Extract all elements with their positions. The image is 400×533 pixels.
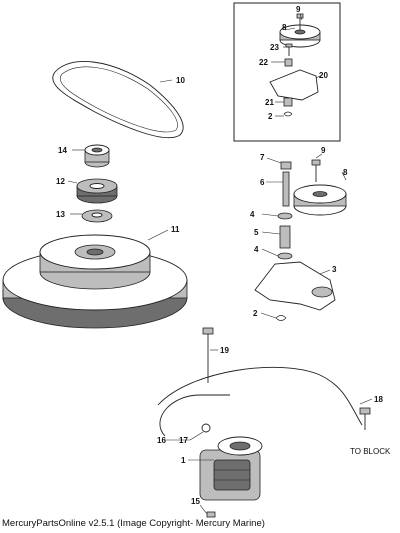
ground-bolt — [359, 407, 371, 430]
drive-belt — [52, 61, 184, 139]
callout-label: 21 — [265, 98, 274, 107]
callout-label: 15 — [191, 497, 200, 506]
inset-bracket — [269, 69, 319, 101]
callout-label: 4 — [254, 245, 259, 254]
callout-label: 5 — [254, 228, 259, 237]
callout-label: 23 — [270, 43, 279, 52]
stud-nut — [280, 161, 292, 170]
tensioner-arm — [254, 261, 336, 311]
inset-spring — [283, 111, 293, 117]
callout-label: 17 — [179, 436, 188, 445]
flat-washer — [81, 209, 113, 223]
callout-label: 4 — [250, 210, 255, 219]
inset-bushing — [284, 58, 293, 67]
callout-label: 2 — [253, 309, 258, 318]
callout-label: 8 — [343, 168, 348, 177]
callout-label: 2 — [268, 112, 273, 121]
callout-label: 14 — [58, 146, 67, 155]
callout-label: 3 — [332, 265, 337, 274]
idler-bolt — [311, 159, 321, 182]
threaded-stud — [282, 171, 290, 207]
ring-terminal — [201, 423, 211, 433]
callout-label: 11 — [171, 225, 180, 234]
inset-screw — [285, 43, 293, 56]
callout-label: 16 — [157, 436, 166, 445]
alternator — [199, 436, 263, 501]
callout-label: 19 — [220, 346, 229, 355]
callout-label: 6 — [260, 178, 265, 187]
callout-labels: 9 8 23 22 20 21 2 10 14 12 13 11 9 7 6 8… — [56, 5, 391, 506]
leader-lines — [67, 13, 373, 515]
idler-pulley — [293, 184, 347, 216]
image-copyright-caption: MercuryPartsOnline v2.5.1 (Image Copyrig… — [2, 518, 265, 529]
inset-box — [233, 2, 341, 142]
callout-label: 7 — [260, 153, 265, 162]
tensioner-spring — [275, 315, 287, 321]
washer-upper — [277, 212, 293, 220]
callout-label: 9 — [296, 5, 301, 14]
callout-label: 1 — [181, 456, 186, 465]
washer-lower — [277, 252, 293, 260]
callout-label: 12 — [56, 177, 65, 186]
tube-spacer — [279, 225, 291, 249]
callout-label: 9 — [321, 146, 326, 155]
callout-label: 10 — [176, 76, 185, 85]
alternator-bolt — [202, 327, 214, 383]
callout-label: 20 — [319, 71, 328, 80]
flywheel — [2, 234, 188, 329]
inset-spacer — [283, 97, 293, 107]
pulley-spacer — [76, 178, 118, 204]
callout-label: 13 — [56, 210, 65, 219]
tensioner-boss — [311, 286, 333, 298]
harness-cable — [157, 366, 363, 426]
hex-nut — [84, 144, 110, 168]
to-block-note: TO BLOCK — [350, 447, 391, 456]
callout-label: 8 — [282, 23, 287, 32]
alternator-screw — [206, 511, 216, 518]
ground-cable — [159, 394, 230, 437]
inset-idler-pulley — [279, 24, 321, 48]
callout-label: 22 — [259, 58, 268, 67]
callout-label: 18 — [374, 395, 383, 404]
